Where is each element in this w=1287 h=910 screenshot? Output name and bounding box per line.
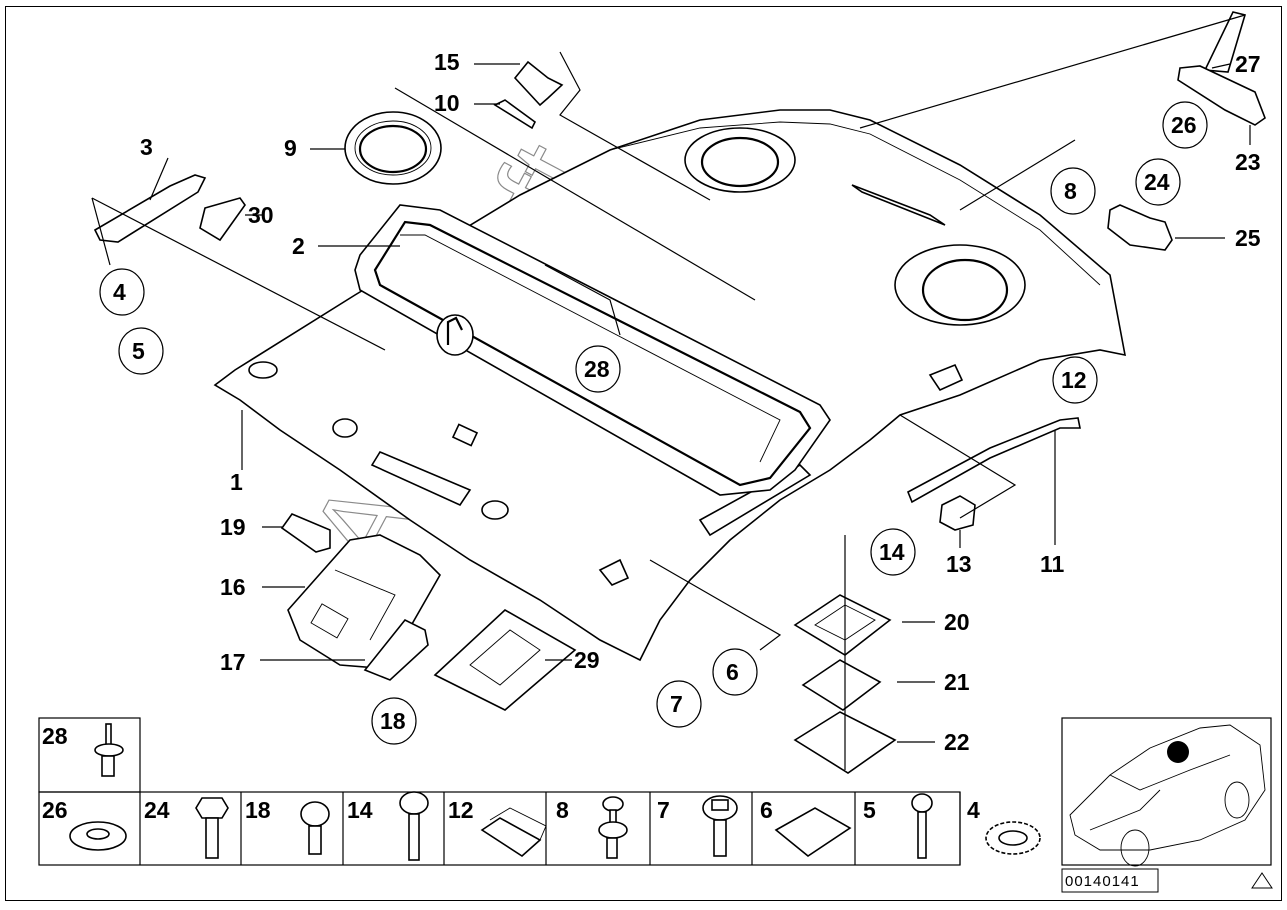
side-trim-strip-drawing[interactable] [906, 417, 1081, 504]
svg-text:18: 18 [380, 708, 406, 734]
adhesive-pad-icon [774, 807, 852, 857]
hardware-table: 28 26 24 18 14 12 8 [38, 717, 1041, 866]
hw-label-7: 7 [657, 797, 670, 823]
svg-text:12: 12 [1061, 367, 1087, 393]
foam-pad-drawing[interactable] [433, 609, 577, 711]
circled-callout-28: 28 [575, 345, 621, 393]
callout-22: 22 [944, 729, 970, 755]
hex-head-screw-icon [195, 797, 229, 859]
sunroof-frame-drawing[interactable] [354, 204, 831, 496]
callout-3: 3 [140, 134, 153, 160]
spring-clip-icon [480, 807, 547, 858]
hw-label-28: 28 [42, 723, 68, 749]
callout-21: 21 [944, 669, 970, 695]
callout-10: 10 [434, 90, 460, 116]
circled-callout-8: 8 [1050, 167, 1096, 215]
long-pan-head-screw-icon [399, 791, 429, 861]
rear-grab-handle-drawing[interactable] [1203, 11, 1247, 73]
reading-light-drawing[interactable] [363, 618, 429, 681]
callout-20: 20 [944, 609, 970, 635]
callout-23: 23 [1235, 149, 1261, 175]
expanding-rivet-icon [94, 723, 124, 777]
hw-label-4: 4 [967, 797, 980, 823]
interior-light-bezel-drawing[interactable] [801, 659, 882, 711]
push-rivet-icon [598, 796, 628, 859]
serrated-lock-washer-icon [985, 821, 1041, 855]
circled-callout-18: 18 [371, 697, 417, 745]
pan-head-screw-icon [300, 801, 330, 855]
callout-9: 9 [284, 135, 297, 161]
callout-2: 2 [292, 233, 305, 259]
callout-30: 30 [248, 202, 274, 228]
visor-bracket-drawing[interactable] [513, 60, 564, 107]
svg-text:7: 7 [670, 691, 683, 717]
retainer-drawing[interactable] [199, 197, 246, 242]
callout-19: 19 [220, 514, 246, 540]
svg-text:5: 5 [132, 338, 145, 364]
callout-15: 15 [434, 49, 460, 75]
hw-label-12: 12 [448, 797, 474, 823]
hw-label-26: 26 [42, 797, 68, 823]
circled-callout-6: 6 [712, 648, 758, 696]
hw-label-8: 8 [556, 797, 569, 823]
leader-lines [91, 14, 1251, 743]
clip-holder-drawing[interactable] [939, 495, 976, 531]
cover-cap-drawing[interactable] [280, 513, 331, 553]
circled-callout-12: 12 [1052, 356, 1098, 404]
callout-11: 11 [1040, 551, 1065, 577]
svg-text:24: 24 [1144, 169, 1170, 195]
callout-17: 17 [220, 649, 246, 675]
flat-washer-icon [69, 821, 127, 851]
triangle-outline-icon [1251, 872, 1273, 889]
callout-13: 13 [946, 551, 972, 577]
reference-code: 00140141 [1065, 873, 1140, 890]
hw-label-18: 18 [245, 797, 271, 823]
diagram-frame [5, 6, 1282, 901]
circled-callout-7: 7 [656, 680, 702, 728]
hw-label-14: 14 [347, 797, 373, 823]
svg-text:4: 4 [113, 279, 126, 305]
svg-text:6: 6 [726, 659, 739, 685]
car-locator-icon [1061, 717, 1272, 867]
cover-plate-drawing[interactable] [1107, 204, 1173, 251]
circled-callout-24: 24 [1135, 158, 1181, 206]
sun-visor-clip-drawing[interactable] [493, 99, 537, 130]
circled-callout-4: 4 [99, 268, 145, 316]
flange-hex-screw-icon [702, 795, 738, 857]
svg-text:28: 28 [584, 356, 610, 382]
hw-label-5: 5 [863, 797, 876, 823]
callout-16: 16 [220, 574, 246, 600]
circled-callout-5: 5 [118, 327, 164, 375]
circled-callout-26: 26 [1162, 101, 1208, 149]
svg-text:8: 8 [1064, 178, 1077, 204]
rear-grab-handle-base-drawing[interactable] [1177, 65, 1266, 126]
roof-position-dot [1167, 741, 1189, 763]
reference-code-box: 00140141 [1061, 868, 1159, 893]
svg-text:14: 14 [879, 539, 905, 565]
phillips-screw-icon [911, 793, 933, 859]
callout-1: 1 [230, 469, 243, 495]
callout-25: 25 [1235, 225, 1261, 251]
svg-text:26: 26 [1171, 112, 1197, 138]
circled-callout-14: 14 [870, 528, 916, 576]
callout-29: 29 [574, 647, 600, 673]
hw-label-24: 24 [144, 797, 170, 823]
circled-callouts: 4 5 6 7 8 12 14 18 24 26 28 [99, 101, 1208, 745]
callout-27: 27 [1235, 51, 1261, 77]
hw-label-6: 6 [760, 797, 773, 823]
plain-callouts: 1 2 3 9 10 11 13 15 16 17 19 20 21 22 23… [140, 49, 1261, 755]
interior-light-frame-drawing[interactable] [793, 594, 892, 656]
speaker-ring-drawing[interactable] [344, 111, 442, 185]
